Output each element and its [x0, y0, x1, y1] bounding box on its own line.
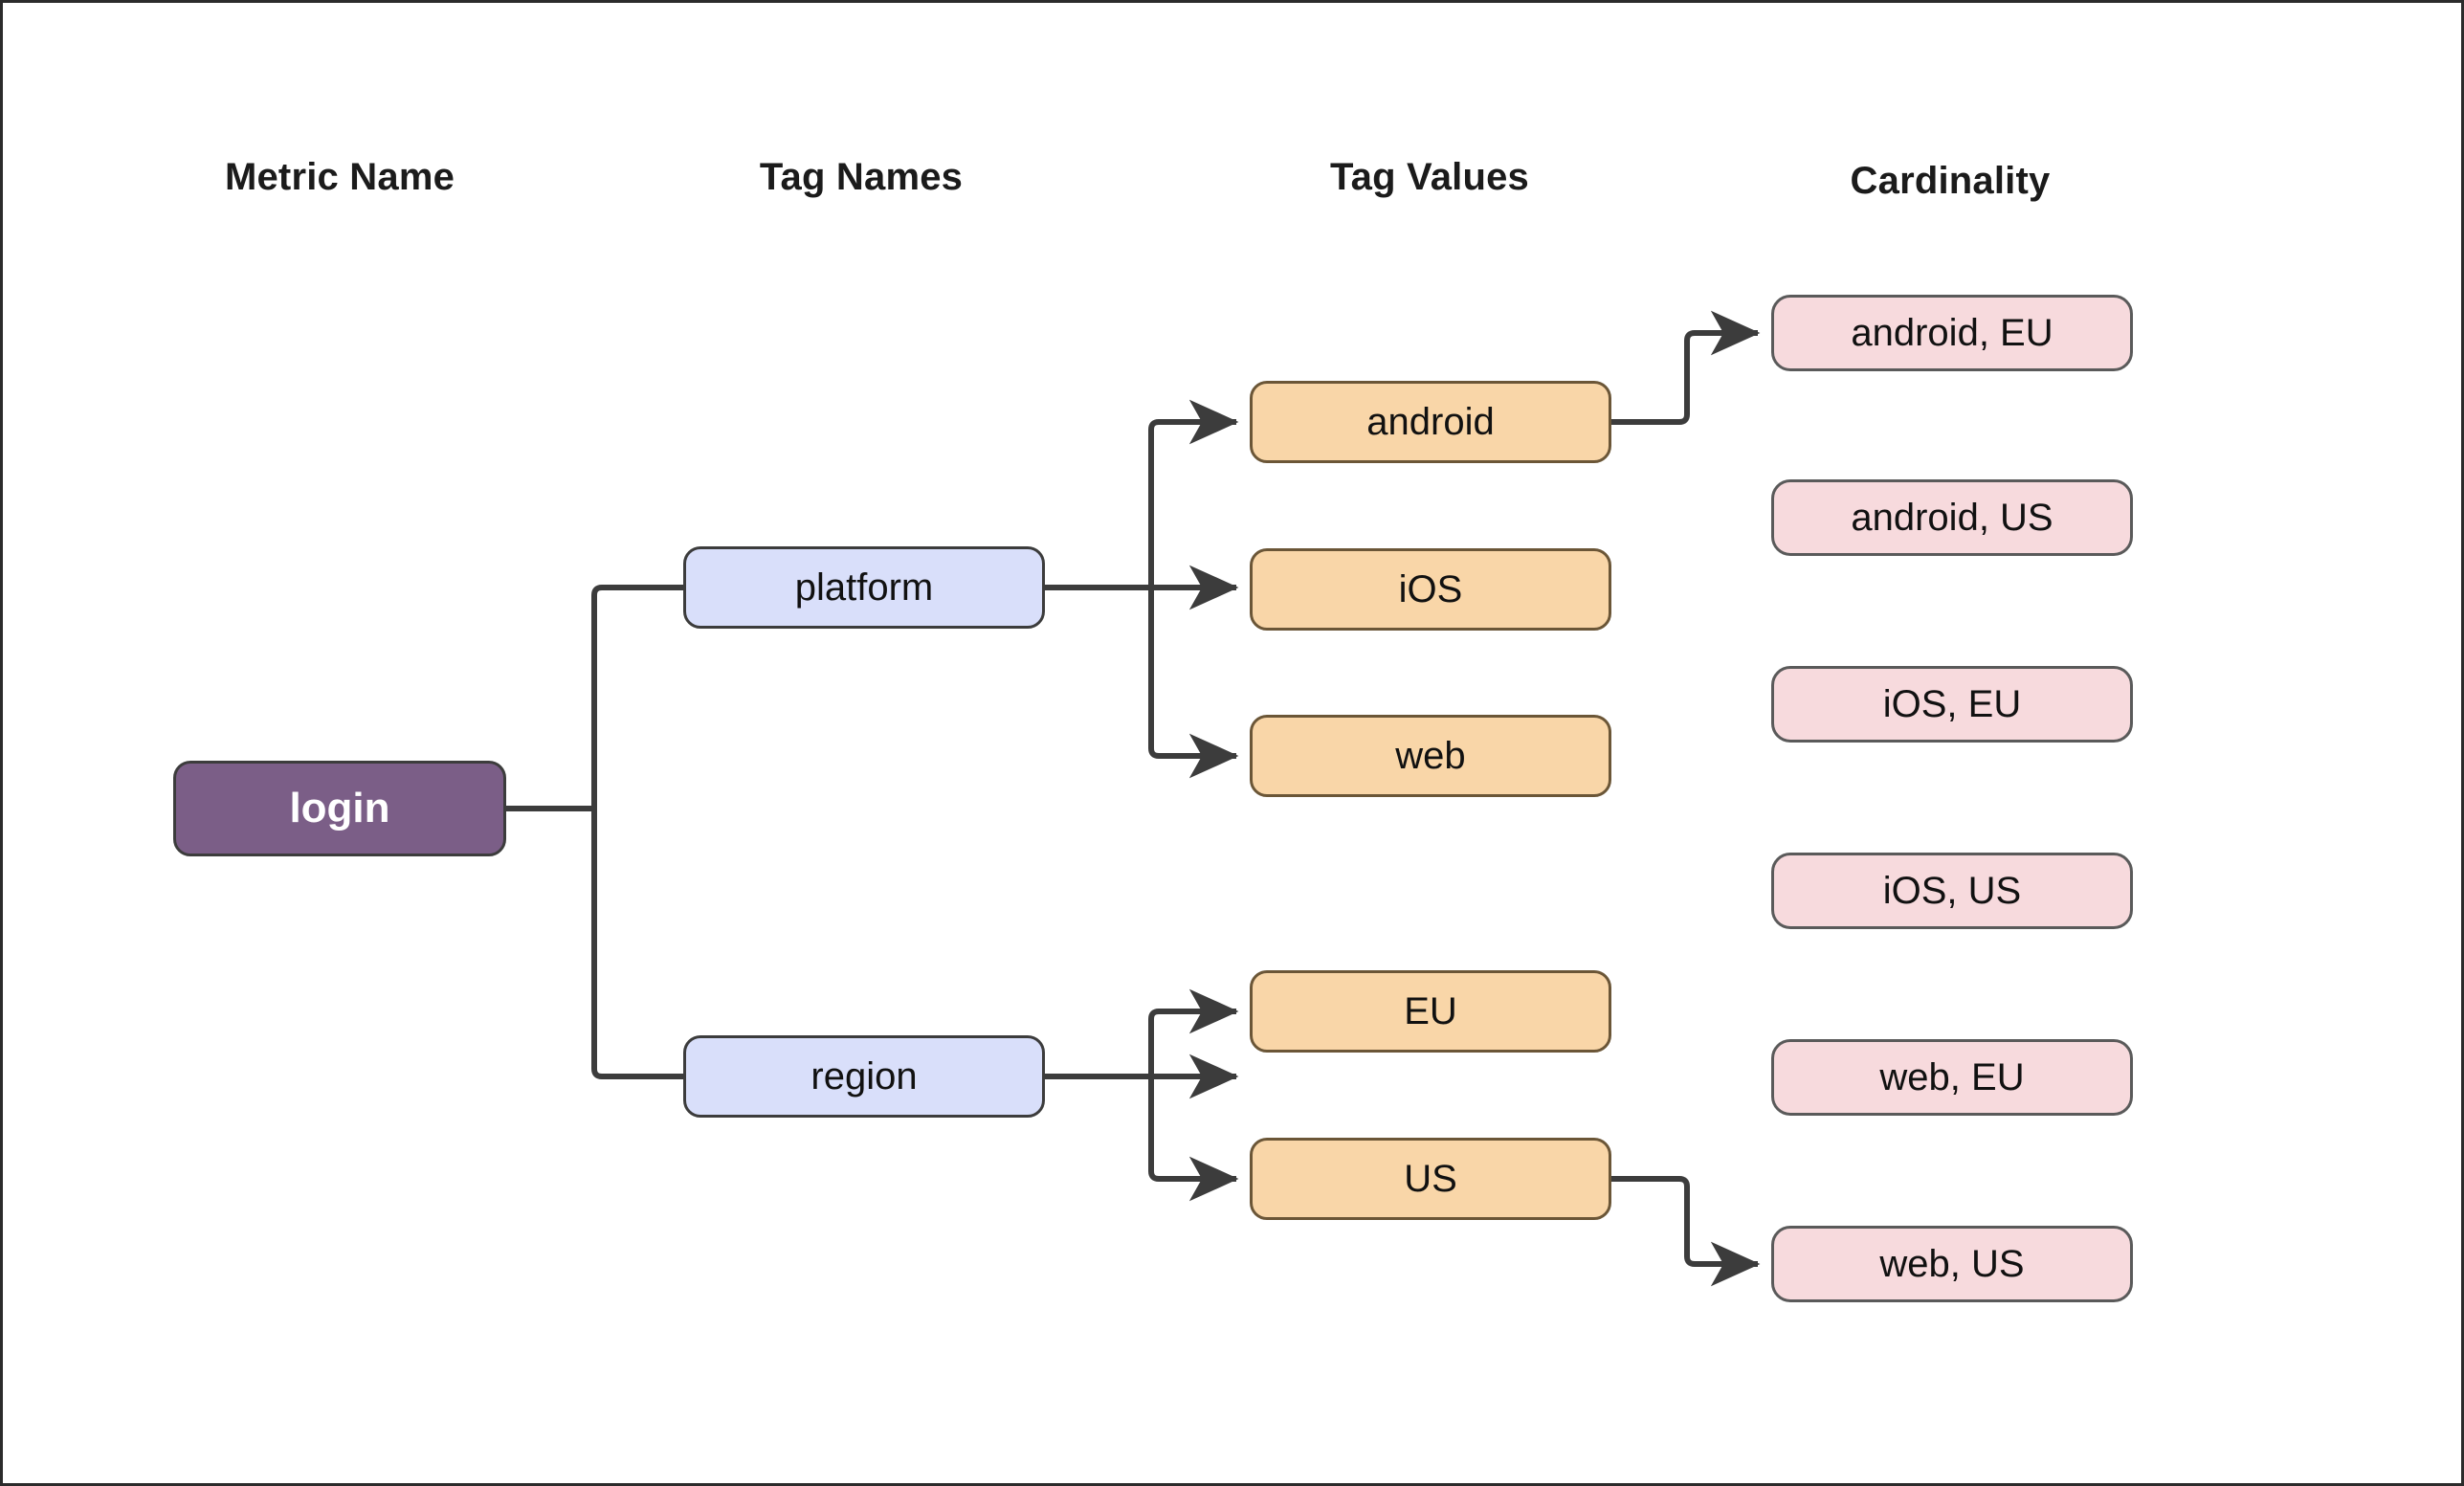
tag-value-node-android[interactable]: android [1250, 381, 1611, 463]
tag-value-node-us[interactable]: US [1250, 1138, 1611, 1220]
edge-region-to-eu [1148, 988, 1239, 1076]
cardinality-node-ios-eu[interactable]: iOS, EU [1771, 666, 2133, 743]
edge-platform-to-web [1148, 588, 1239, 779]
cardinality-node-web-us[interactable]: web, US [1771, 1226, 2133, 1302]
tag-value-node-eu[interactable]: EU [1250, 970, 1611, 1053]
edge-region-to-us [1148, 1076, 1239, 1202]
cardinality-node-web-eu[interactable]: web, EU [1771, 1039, 2133, 1116]
cardinality-node-android-eu[interactable]: android, EU [1771, 295, 2133, 371]
metric-node-login[interactable]: login [173, 761, 506, 856]
column-header-cardinality: Cardinality [1850, 160, 2051, 202]
tag-name-node-platform[interactable]: platform [683, 546, 1045, 629]
column-header-metric-name: Metric Name [224, 156, 455, 198]
edge-us-to-web-us [1611, 1176, 1761, 1287]
column-header-tag-names: Tag Names [759, 156, 964, 198]
tag-value-node-web[interactable]: web [1250, 715, 1611, 797]
edge-android-to-android-eu [1611, 310, 1761, 425]
edge-platform-to-android [1148, 399, 1239, 588]
tag-value-node-ios[interactable]: iOS [1250, 548, 1611, 631]
cardinality-node-ios-us[interactable]: iOS, US [1771, 853, 2133, 929]
tag-name-node-region[interactable]: region [683, 1035, 1045, 1118]
column-header-tag-values: Tag Values [1329, 156, 1530, 198]
cardinality-node-android-us[interactable]: android, US [1771, 479, 2133, 556]
